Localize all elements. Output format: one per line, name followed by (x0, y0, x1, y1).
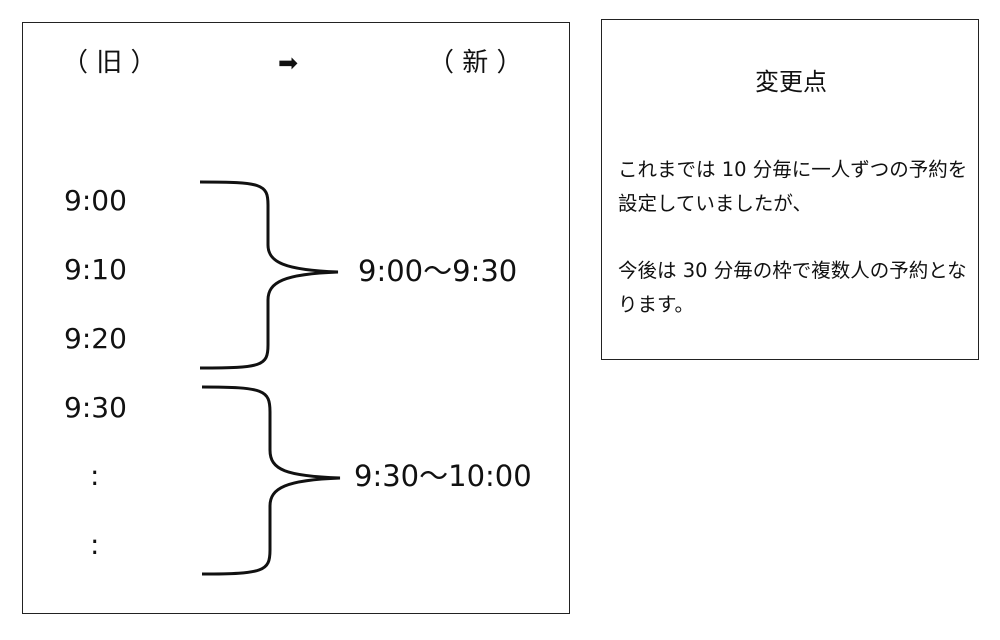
old-time-slot: 9:30 (64, 391, 127, 424)
change-notes-panel: 変更点 これまでは 10 分毎に一人ずつの予約を設定していましたが、 今後は 3… (601, 19, 979, 360)
change-notes-title: 変更点 (755, 68, 827, 96)
right-arrow-icon: ➡ (278, 49, 299, 77)
continuation-marker: : (90, 528, 100, 561)
new-schedule-header: （ 新 ） (428, 48, 523, 78)
old-time-slot: 9:00 (64, 184, 127, 217)
continuation-marker: : (90, 459, 100, 492)
new-time-range: 9:00～9:30 (358, 254, 518, 288)
old-time-slot: 9:20 (64, 322, 127, 355)
change-notes-paragraph: これまでは 10 分毎に一人ずつの予約を設定していましたが、 (618, 158, 968, 215)
new-time-range: 9:30～10:00 (354, 459, 532, 493)
old-schedule-header: （ 旧 ） (62, 48, 157, 78)
old-time-slot: 9:10 (64, 253, 127, 286)
change-notes-paragraph: 今後は 30 分毎の枠で複数人の予約となります。 (618, 259, 967, 316)
schedule-comparison-panel (22, 22, 570, 614)
